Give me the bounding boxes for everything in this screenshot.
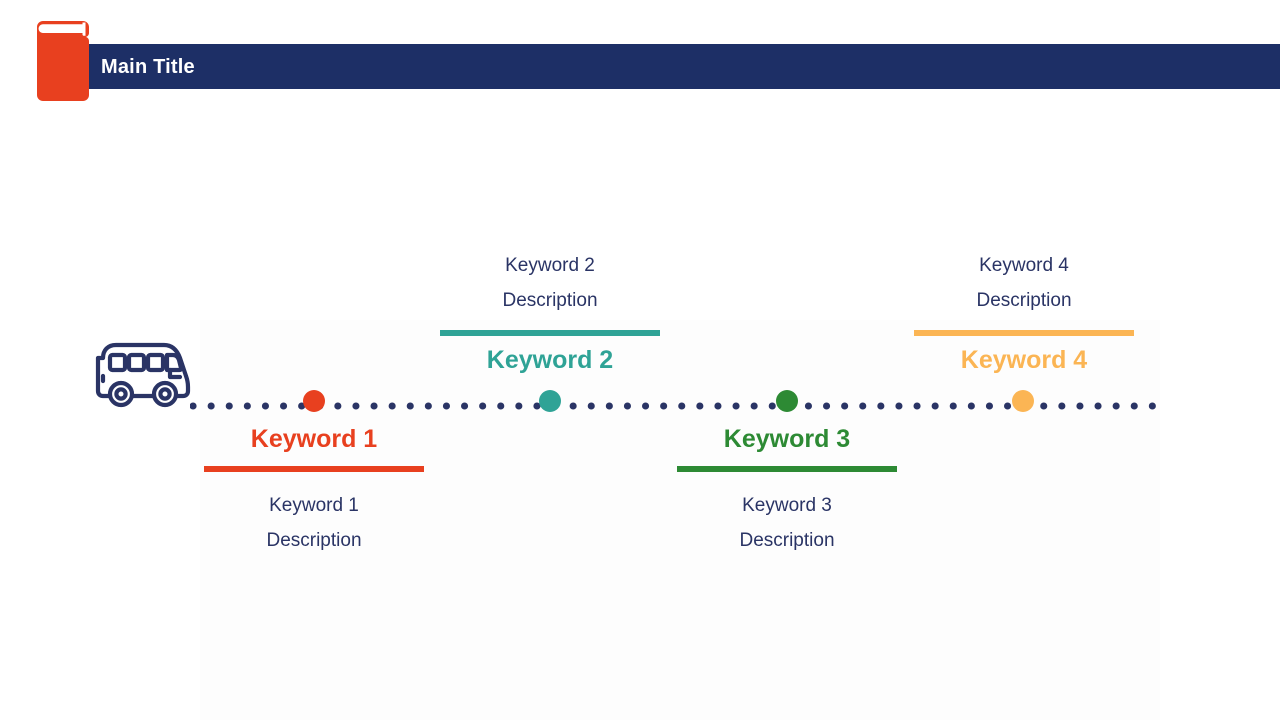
keyword-description-line-2: Description [502, 290, 598, 311]
content-background-panel [200, 320, 1160, 720]
keyword-bar-2 [440, 330, 660, 336]
timeline-marker-1[interactable] [303, 390, 325, 412]
timeline-item-3[interactable]: Keyword 3 Keyword 3 Description [657, 421, 917, 558]
bus-icon [94, 336, 192, 408]
keyword-bar-4 [914, 330, 1134, 336]
keyword-description-line-1: Keyword 2 [505, 255, 595, 276]
keyword-description-4: Keyword 4 Description [894, 248, 1154, 318]
timeline-marker-3[interactable] [776, 390, 798, 412]
timeline-item-4[interactable]: Keyword 4 Description Keyword 4 [894, 248, 1154, 378]
keyword-title-4: Keyword 4 [960, 346, 1088, 374]
keyword-bar-1 [204, 466, 424, 472]
keyword-bar-3 [677, 466, 897, 472]
keyword-description-3: Keyword 3 Description [657, 488, 917, 558]
keyword-title-3: Keyword 3 [723, 425, 851, 453]
keyword-title-2: Keyword 2 [486, 346, 614, 374]
keyword-description-line-2: Description [976, 290, 1072, 311]
keyword-description-line-2: Description [266, 530, 362, 551]
timeline-dotted-line [189, 397, 1171, 410]
timeline-marker-2[interactable] [539, 390, 561, 412]
keyword-title-1: Keyword 1 [250, 425, 378, 453]
keyword-description-line-1: Keyword 3 [742, 495, 832, 516]
keyword-description-1: Keyword 1 Description [184, 488, 444, 558]
keyword-description-line-1: Keyword 4 [979, 255, 1069, 276]
book-icon [29, 21, 91, 101]
keyword-description-line-1: Keyword 1 [269, 495, 359, 516]
timeline-item-2[interactable]: Keyword 2 Description Keyword 2 [420, 248, 680, 378]
timeline-item-1[interactable]: Keyword 1 Keyword 1 Description [184, 421, 444, 558]
header-bar [88, 44, 1280, 89]
timeline-marker-4[interactable] [1012, 390, 1034, 412]
keyword-description-2: Keyword 2 Description [420, 248, 680, 318]
keyword-description-line-2: Description [739, 530, 835, 551]
page-title: Main Title [101, 56, 195, 78]
